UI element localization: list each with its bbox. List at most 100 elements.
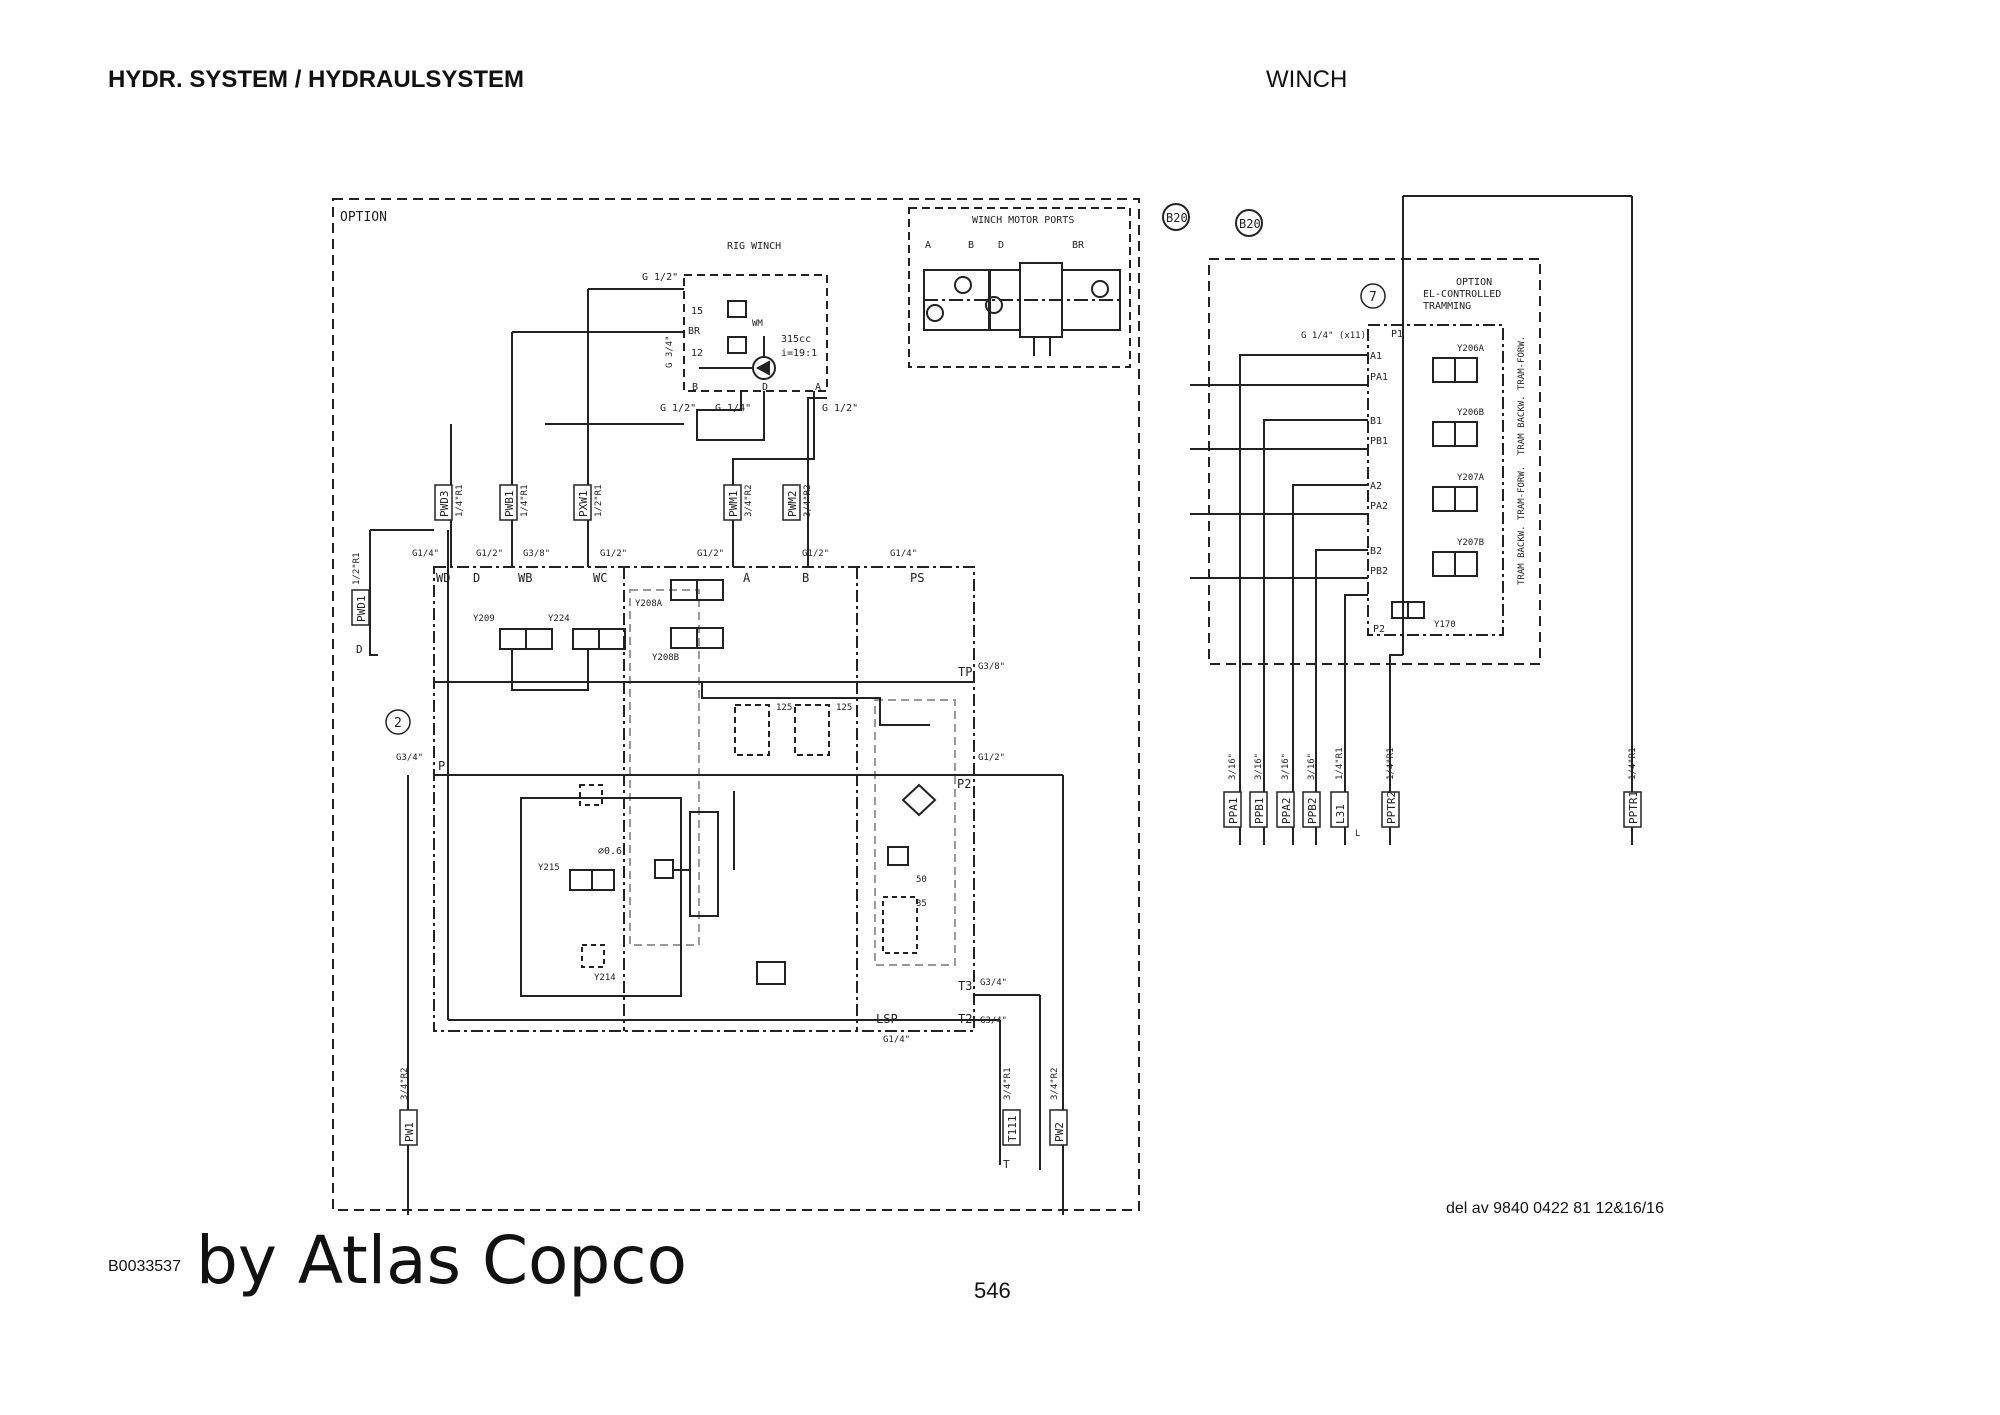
tag-pwb1-size: 1/4"R1 bbox=[520, 484, 530, 517]
option-text-3: TRAMMING bbox=[1423, 301, 1471, 312]
tram-port: B1 bbox=[1370, 416, 1382, 427]
rig-winch-label: i=19:1 bbox=[781, 348, 817, 359]
inner-dashed-block bbox=[629, 589, 700, 946]
port-size: G1/4" bbox=[412, 549, 439, 559]
option-label: OPTION bbox=[340, 210, 387, 225]
port-size: G1/2" bbox=[600, 549, 627, 559]
rig-winch-label: G 1/2" bbox=[822, 403, 858, 414]
motor-port-b: B bbox=[968, 240, 974, 251]
tag-pptr2: PPTR2 bbox=[1385, 791, 1398, 824]
inlet-port-p1: P1 bbox=[1391, 329, 1403, 340]
function-tram-backw-2: TRAM BACKW. bbox=[1517, 525, 1527, 585]
brand-watermark: by Atlas Copco bbox=[196, 1222, 687, 1299]
valve-y208a: Y208A bbox=[635, 599, 663, 609]
tag-pwm2-size: 3/4"R2 bbox=[803, 484, 813, 517]
tram-port: PA1 bbox=[1370, 372, 1388, 383]
rig-winch-label: G 1/2" bbox=[660, 403, 696, 414]
tag-pptr2-size: 1/4"R1 bbox=[1386, 747, 1396, 780]
drain-d: D bbox=[356, 643, 363, 656]
callout-2 bbox=[385, 709, 411, 735]
tram-port: PB2 bbox=[1370, 566, 1388, 577]
port-wb: WB bbox=[518, 571, 532, 585]
port-t2: T2 bbox=[958, 1012, 972, 1026]
port-size: G1/2" bbox=[697, 549, 724, 559]
tag-ppa1: PPA1 bbox=[1227, 798, 1240, 825]
valve-y209: Y209 bbox=[473, 614, 495, 624]
rig-winch-label: 12 bbox=[691, 348, 703, 359]
option-text-1: OPTION bbox=[1456, 277, 1492, 288]
lsp-dashed-block bbox=[874, 699, 956, 966]
b20-badge-left bbox=[1162, 203, 1190, 231]
tag-pw2: PW2 bbox=[1053, 1122, 1066, 1142]
port-p2: P2 bbox=[957, 777, 971, 791]
port-p: P bbox=[438, 759, 445, 773]
tag-pwd3-size: 1/4"R1 bbox=[455, 484, 465, 517]
rig-winch-label: D bbox=[762, 382, 768, 393]
inlet-size: G 1/4" (x11) bbox=[1301, 331, 1366, 341]
tag-pw1-size: 3/4"R2 bbox=[400, 1067, 410, 1100]
tag-ppb1: PPB1 bbox=[1253, 798, 1266, 825]
tag-ppa2: PPA2 bbox=[1280, 798, 1293, 825]
callout-2-text: 2 bbox=[394, 716, 402, 731]
valve-y206b: Y206B bbox=[1457, 408, 1484, 418]
function-tram-forw-2: TRAM-FORW. bbox=[1517, 466, 1527, 520]
port-size: G3/8" bbox=[523, 549, 550, 559]
tram-port: PB1 bbox=[1370, 436, 1388, 447]
tag-pwd1-size: 1/2"R1 bbox=[352, 552, 362, 585]
port-size: G3/4" bbox=[980, 1016, 1007, 1026]
drain-l: L bbox=[1355, 829, 1360, 839]
rig-winch-label: 15 bbox=[691, 306, 703, 317]
tag-ppb2: PPB2 bbox=[1306, 798, 1319, 825]
tag-pw1: PW1 bbox=[403, 1122, 416, 1142]
section-title: WINCH bbox=[1266, 66, 1348, 93]
tram-port: A2 bbox=[1370, 481, 1382, 492]
function-tram-backw-1: TRAM BACKW. bbox=[1517, 395, 1527, 455]
rig-winch-label: G 1/4" bbox=[715, 403, 751, 414]
valve-y214: Y214 bbox=[594, 973, 616, 983]
option-text-2: EL-CONTROLLED bbox=[1423, 289, 1501, 300]
b20-badge-right-text: B20 bbox=[1239, 217, 1261, 231]
tag-pwm1: PWM1 bbox=[727, 491, 740, 518]
motor-ports-title: WINCH MOTOR PORTS bbox=[972, 215, 1074, 226]
tag-pptr1: PPTR1 bbox=[1627, 791, 1640, 824]
tram-port: PA2 bbox=[1370, 501, 1388, 512]
setting-50: 50 bbox=[916, 875, 927, 885]
tag-pwb1: PWB1 bbox=[503, 491, 516, 518]
valve-block bbox=[433, 566, 975, 1032]
motor-port-a: A bbox=[925, 240, 931, 251]
port-ps: PS bbox=[910, 571, 924, 585]
tag-ppb1-size: 3/16" bbox=[1254, 753, 1264, 780]
port-size: G3/4" bbox=[980, 978, 1007, 988]
callout-7 bbox=[1360, 283, 1386, 309]
tramming-valve-block bbox=[1367, 324, 1504, 636]
callout-7-text: 7 bbox=[1369, 290, 1377, 305]
rig-winch-label: BR bbox=[688, 326, 701, 337]
tag-pptr1-size: 1/4"R1 bbox=[1628, 747, 1638, 780]
tag-ppb2-size: 3/16" bbox=[1307, 753, 1317, 780]
port-d: D bbox=[473, 571, 480, 585]
motor-port-br: BR bbox=[1072, 240, 1085, 251]
port-a: A bbox=[743, 571, 751, 585]
function-tram-forw-1: TRAM-FORW. bbox=[1517, 336, 1527, 390]
port-wc: WC bbox=[593, 571, 607, 585]
page-number: 546 bbox=[974, 1278, 1011, 1303]
tramming-frame bbox=[1208, 258, 1541, 665]
b20-badge-right bbox=[1235, 209, 1263, 237]
drain-t: T bbox=[1003, 1158, 1010, 1171]
motor-port-d: D bbox=[998, 240, 1004, 251]
rig-winch-label: A bbox=[815, 382, 821, 393]
valve-y208b: Y208B bbox=[652, 653, 679, 663]
option-frame bbox=[332, 198, 1140, 1211]
tag-pw2-size: 3/4"R2 bbox=[1050, 1067, 1060, 1100]
page-header-title: HYDR. SYSTEM / HYDRAULSYSTEM bbox=[108, 66, 525, 93]
tag-pwm2: PWM2 bbox=[786, 491, 799, 518]
tag-l31-size: 1/4"R1 bbox=[1335, 747, 1345, 780]
valve-y215: Y215 bbox=[538, 863, 560, 873]
tag-pwd1: PWD1 bbox=[355, 596, 368, 623]
b20-badge-left-text: B20 bbox=[1166, 211, 1188, 225]
valve-y206a: Y206A bbox=[1457, 344, 1485, 354]
figure-code: B0033537 bbox=[108, 1258, 181, 1275]
tram-port: B2 bbox=[1370, 546, 1382, 557]
tag-pxw1: PXW1 bbox=[577, 491, 590, 518]
